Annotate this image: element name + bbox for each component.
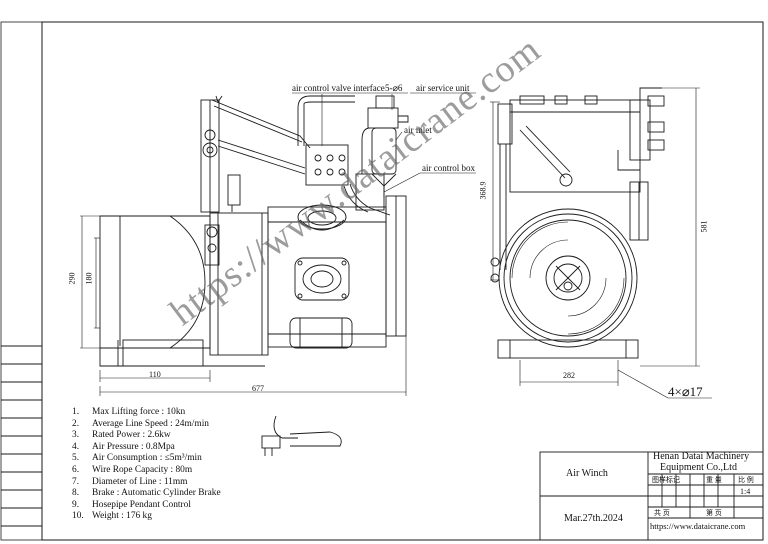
header-weight: 重 量 (706, 476, 722, 484)
scale-value: 1:4 (740, 487, 751, 496)
title-block-grid (539, 451, 764, 541)
spec-item: 1.Max Lifting force : 10kn (72, 407, 186, 417)
spec-item: 4.Air Pressure : 0.8Mpa (72, 441, 175, 452)
sheet-number: 第 页 (706, 509, 722, 517)
company-name-line1: Henan Datai Machinery (653, 451, 750, 462)
product-title: Air Winch (566, 468, 608, 479)
spec-item: 5.Air Consumption : ≤5m³/min (72, 453, 202, 464)
dimension-581: 581 (699, 220, 709, 233)
dimension-110: 110 (149, 370, 161, 379)
air-service-unit-label: air service unit (416, 83, 470, 93)
front-view-dimensions (490, 87, 712, 399)
dimension-290: 290 (67, 272, 77, 285)
mounting-holes-label: 4×⌀17 (668, 384, 703, 399)
side-view-dimensions (80, 92, 476, 396)
spec-item: 8.Brake : Automatic Cylinder Brake (72, 488, 221, 499)
drawing-border (0, 21, 764, 541)
drawing-date: Mar.27th.2024 (564, 513, 623, 524)
specifications-list: 1.Max Lifting force : 10kn 2.Average Lin… (72, 407, 221, 523)
spec-item: 2.Average Line Speed : 24m/min (72, 418, 209, 429)
spec-item: 6.Wire Rope Capacity : 80m (72, 464, 193, 475)
air-inlet-label: air inlet (404, 125, 432, 135)
header-scale: 比 例 (738, 476, 754, 484)
header-mark: 图样标记 (652, 476, 680, 484)
valve-spec-label: 5-⌀6 (385, 83, 403, 93)
spec-item: 3.Rated Power : 2.6kw (72, 430, 171, 441)
spec-item: 10.Weight : 176 kg (72, 511, 152, 522)
front-view (490, 87, 665, 359)
sheet-total: 共 页 (654, 509, 670, 517)
company-name-line2: Equipment Co.,Ltd (660, 462, 737, 473)
side-view (99, 95, 409, 456)
dimension-282: 282 (563, 371, 575, 380)
company-website: https://www.dataicrane.com (650, 521, 746, 531)
dimension-180: 180 (84, 272, 94, 285)
valve-interface-label: air control valve interface (292, 83, 385, 93)
spec-item: 9.Hosepipe Pendant Control (72, 499, 191, 510)
dimension-677: 677 (252, 384, 264, 393)
air-control-box-label: air control box (422, 163, 475, 173)
spec-item: 7.Diameter of Line : 11mm (72, 476, 188, 487)
dimension-368-9: 368.9 (478, 181, 488, 200)
